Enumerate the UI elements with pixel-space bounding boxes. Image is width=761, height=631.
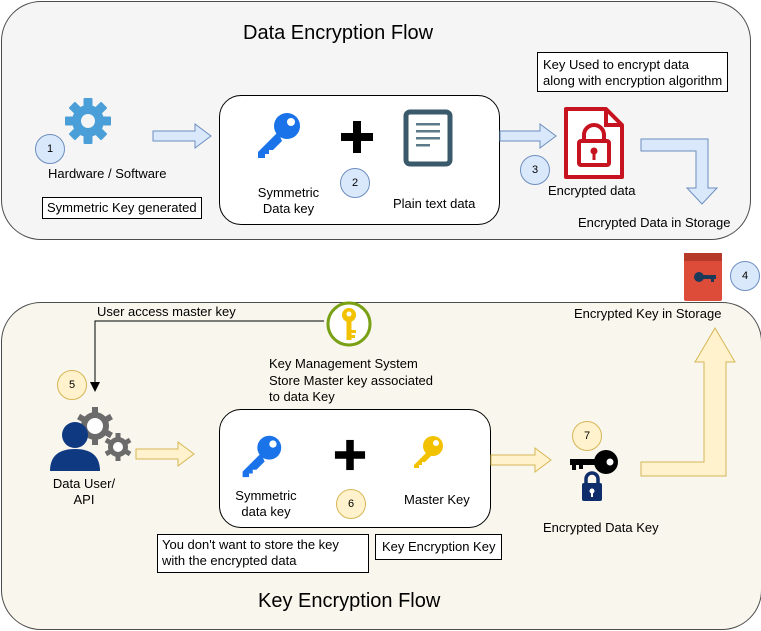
plain-text-data-label: Plain text data: [393, 196, 476, 211]
encrypted-key-storage-label: Encrypted Key in Storage: [574, 306, 722, 321]
data-user-api-label: Data User/ API: [52, 476, 116, 507]
step-2-badge: 2: [340, 168, 370, 198]
step-7-badge: 7: [572, 421, 602, 451]
symmetric-key-icon: [258, 113, 300, 158]
document-icon: [403, 109, 453, 167]
user-access-connector: [94, 320, 324, 384]
encrypted-data-key-label: Encrypted Data Key: [543, 520, 659, 535]
arrow-to-encrypted-data-key: [490, 447, 552, 473]
kms-key-icon: [326, 301, 372, 347]
storage-icon: [684, 253, 722, 301]
symmetric-data-key-bottom-label: Symmetric data key: [235, 488, 297, 519]
kms-label: Key Management System Store Master key a…: [269, 356, 434, 404]
symmetric-key-generated-label: Symmetric Key generated: [42, 197, 202, 219]
arrow-user-to-key-box: [135, 441, 195, 467]
encrypted-data-storage-label: Encrypted Data in Storage: [578, 215, 731, 230]
step-3-badge: 3: [520, 155, 550, 185]
plus-icon-bottom: [334, 439, 366, 471]
encrypted-key-icon: [570, 450, 618, 501]
master-key-icon: [414, 436, 443, 468]
step-1-badge: 1: [35, 134, 65, 164]
master-key-label: Master Key: [404, 492, 470, 507]
data-encryption-title: Data Encryption Flow: [243, 22, 434, 44]
symmetric-plaintext-box: [219, 95, 500, 225]
arrow-to-encrypted-key-storage: [640, 327, 736, 477]
arrow-to-encrypted-file: [499, 123, 557, 149]
symmetric-data-key-label: Symmetric Data key: [257, 185, 320, 216]
arrow-to-encryption-box: [152, 123, 212, 149]
step-4-badge: 4: [730, 261, 760, 291]
step-5-badge: 5: [57, 370, 87, 400]
arrow-to-encrypted-storage: [640, 138, 719, 205]
plus-icon: [341, 121, 373, 153]
step-6-badge: 6: [336, 489, 366, 519]
dont-store-note: You don't want to store the key with the…: [157, 534, 369, 573]
hardware-software-label: Hardware / Software: [48, 166, 167, 181]
user-gears-icon: [50, 407, 132, 471]
encrypted-data-label: Encrypted data: [548, 183, 636, 198]
symmetric-key-icon-bottom: [242, 435, 282, 478]
user-access-master-key-label: User access master key: [97, 304, 236, 319]
encrypted-file-icon: [564, 107, 624, 179]
gear-icon: [65, 98, 111, 144]
key-encryption-key-label: Key Encryption Key: [375, 534, 503, 560]
user-access-arrowhead: [90, 382, 100, 392]
key-encryption-title: Key Encryption Flow: [258, 590, 441, 612]
key-used-note: Key Used to encrypt data along with encr…: [537, 52, 729, 92]
